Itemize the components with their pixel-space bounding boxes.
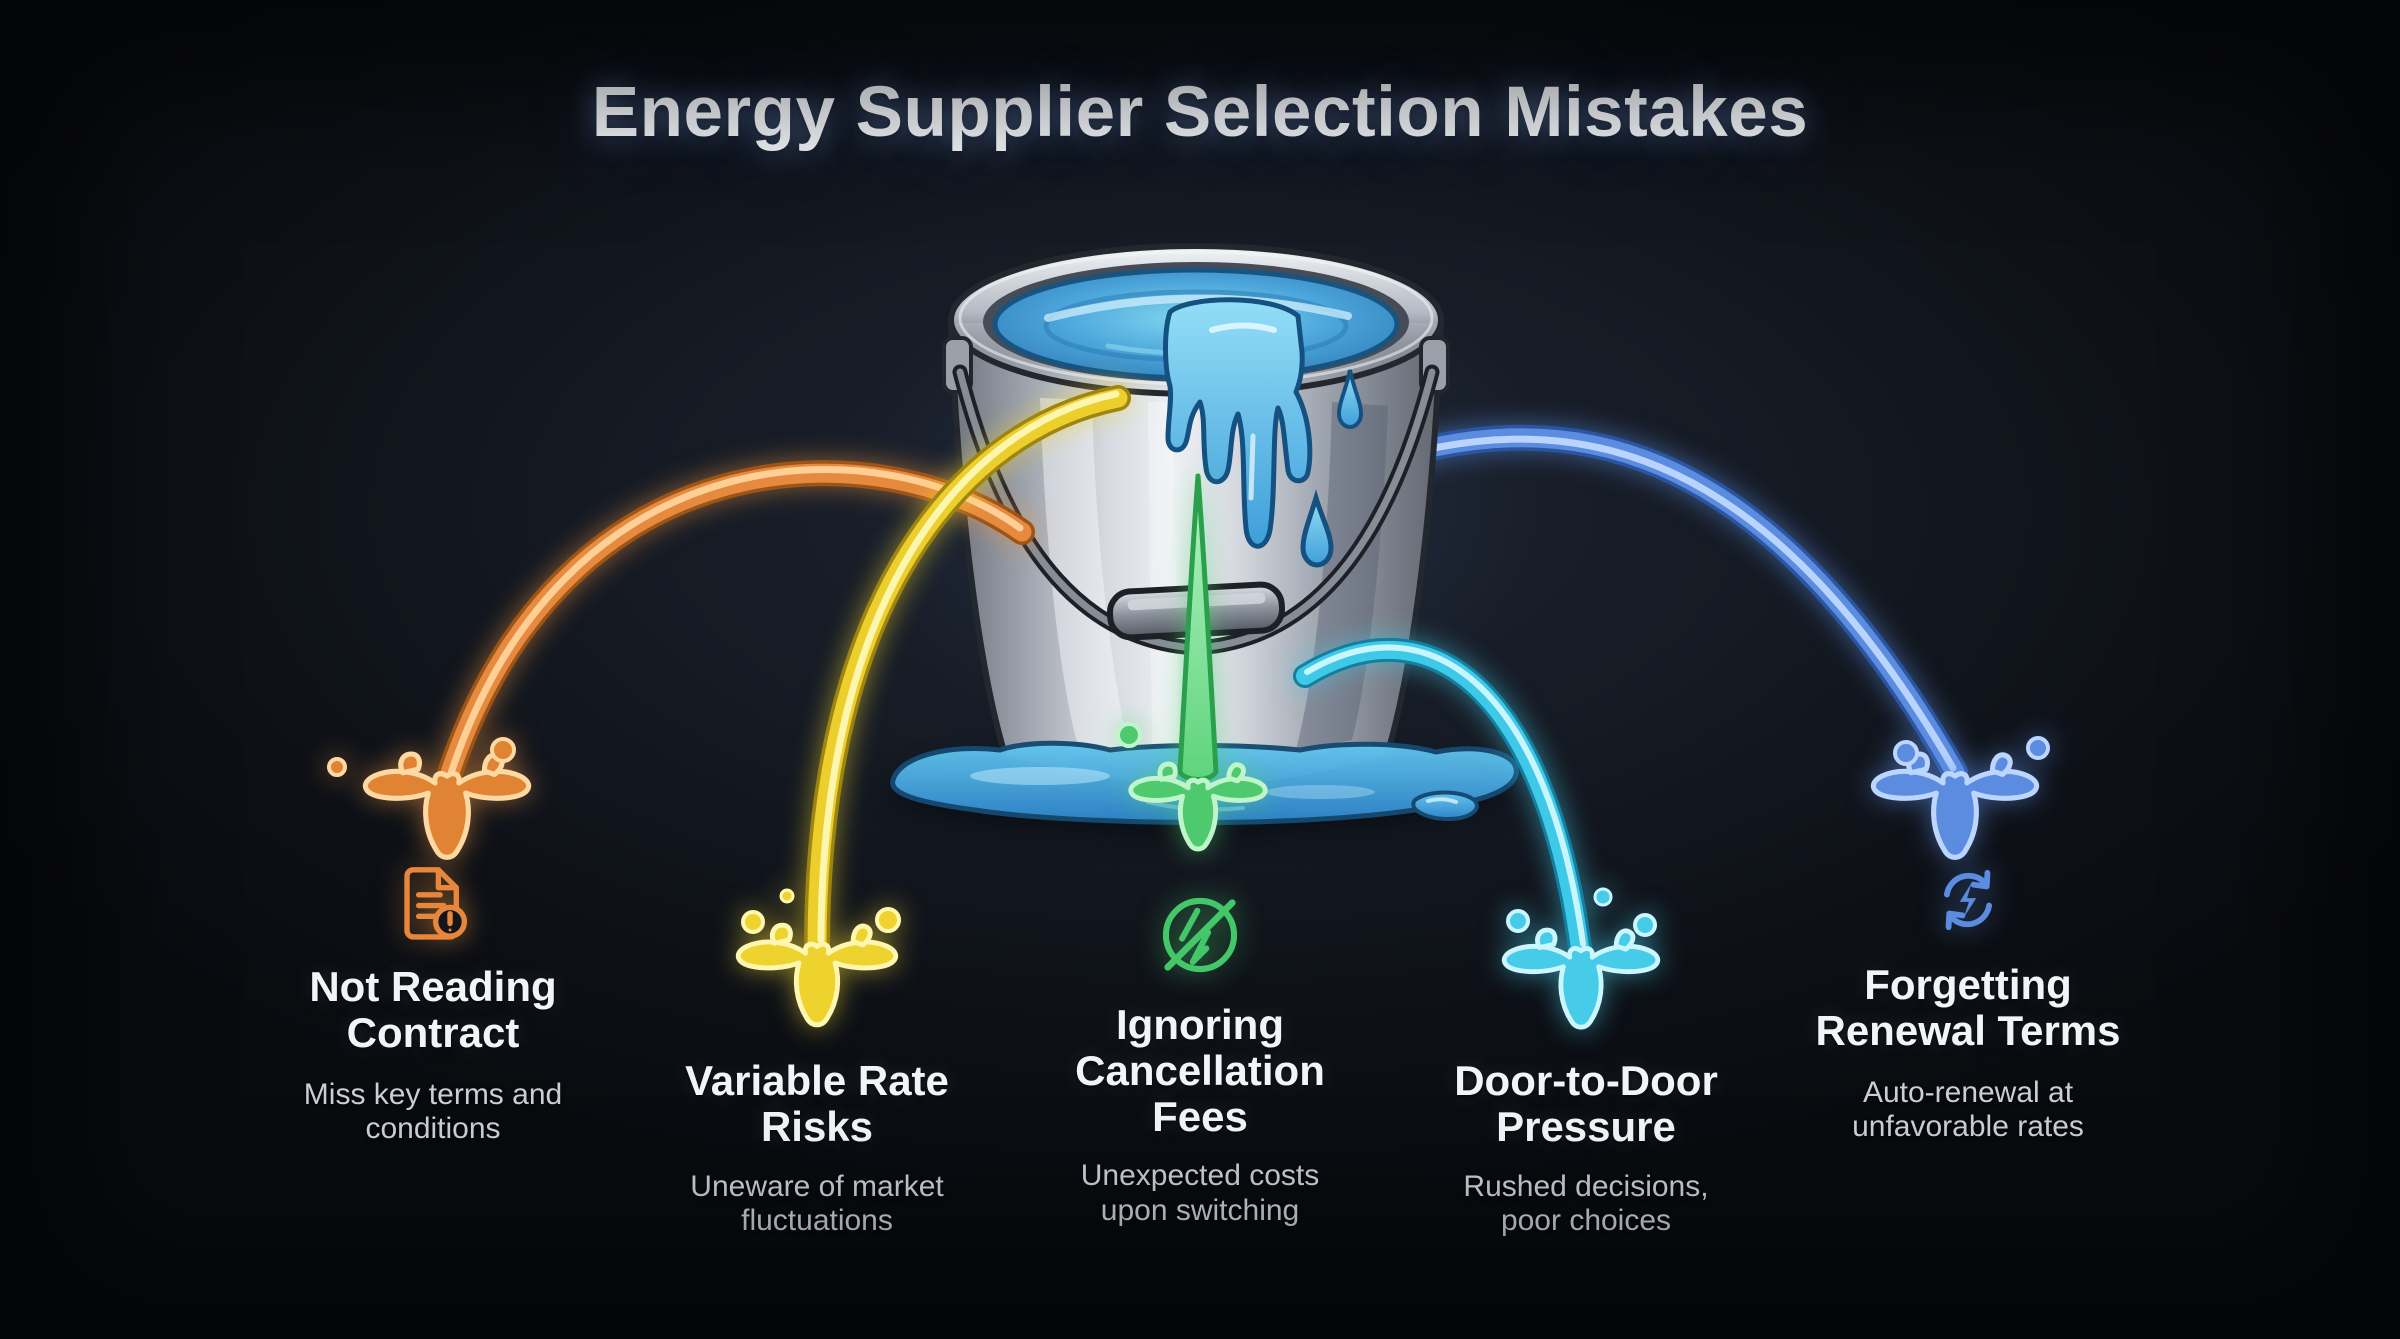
heading-line: Not Reading — [309, 963, 557, 1010]
desc-line: Miss key terms and — [303, 1077, 563, 1111]
mistake-heading: Variable Rate Risks — [647, 1058, 987, 1150]
page-title: Energy Supplier Selection Mistakes — [591, 73, 1809, 152]
mistake-card-not-reading-contract: Not Reading Contract Miss key terms and … — [263, 858, 603, 1147]
mistake-card-door-to-door-pressure: Door-to-Door Pressure Rushed decisions, … — [1416, 1058, 1756, 1239]
document-alert-icon — [263, 858, 603, 946]
droplet-yellow — [779, 888, 795, 904]
mistake-description: Uneware of market fluctuations — [647, 1170, 987, 1240]
heading-line: Pressure — [1496, 1102, 1676, 1150]
stream-blue — [1347, 424, 1968, 785]
desc-line: conditions — [365, 1112, 501, 1146]
droplet-green — [1116, 722, 1142, 748]
droplet-yellow — [875, 907, 901, 933]
desc-line: upon switching — [1100, 1194, 1300, 1228]
droplet-orange — [490, 737, 516, 763]
desc-line: Unexpected costs — [1080, 1159, 1320, 1193]
mistake-heading: Not Reading Contract — [263, 964, 603, 1056]
green-geyser — [1116, 473, 1265, 849]
heading-line: Contract — [346, 1008, 520, 1056]
mistake-heading: Door-to-Door Pressure — [1416, 1058, 1756, 1150]
mistake-description: Unexpected costs upon switching — [1030, 1159, 1370, 1229]
droplet-blue — [2026, 736, 2050, 760]
droplet-blue — [1893, 740, 1919, 766]
heading-line: Ignoring — [1116, 1001, 1284, 1048]
desc-line: unfavorable rates — [1852, 1110, 2084, 1144]
desc-line: Rushed decisions, — [1463, 1169, 1709, 1203]
mistake-heading: Forgetting Renewal Terms — [1798, 962, 2138, 1054]
puddle-drop — [1411, 790, 1479, 822]
auto-renewal-bolt-icon — [1798, 856, 2138, 944]
droplet-cyan — [1593, 887, 1613, 907]
heading-line: Variable Rate — [685, 1057, 949, 1104]
cancellation-fees-slash-icon — [1030, 892, 1370, 978]
desc-line: poor choices — [1500, 1204, 1672, 1238]
droplet-orange — [327, 757, 347, 777]
splash-blue-group — [1873, 736, 2050, 857]
mistake-description: Miss key terms and conditions — [263, 1078, 603, 1148]
mistake-card-forgetting-renewal-terms: Forgetting Renewal Terms Auto-renewal at… — [1798, 856, 2138, 1145]
water-overflow-drip — [1163, 297, 1364, 568]
desc-line: Auto-renewal at — [1862, 1075, 2074, 1109]
heading-line: Door-to-Door — [1454, 1057, 1718, 1104]
stream-yellow — [738, 385, 1131, 1025]
heading-line: Risks — [760, 1102, 874, 1150]
mistake-heading: Ignoring Cancellation Fees — [1030, 1002, 1370, 1139]
heading-line: Forgetting — [1864, 961, 2072, 1008]
bucket-sheen — [1040, 398, 1130, 753]
droplet-cyan — [1633, 913, 1657, 937]
water-highlight — [1044, 294, 1352, 322]
desc-line: fluctuations — [741, 1204, 893, 1238]
mistake-description: Rushed decisions, poor choices — [1416, 1170, 1756, 1240]
droplet-cyan — [1506, 909, 1530, 933]
heading-line: Fees — [1152, 1092, 1248, 1140]
heading-line: Renewal Terms — [1815, 1006, 2121, 1054]
stream-cyan — [1293, 638, 1658, 1027]
desc-line: Uneware of market — [690, 1169, 944, 1203]
mistake-card-variable-rate-risks: Variable Rate Risks Uneware of market fl… — [647, 1058, 987, 1239]
mistake-description: Auto-renewal at unfavorable rates — [1798, 1076, 2138, 1146]
heading-line: Cancellation — [1075, 1046, 1325, 1094]
bucket-sheen-thin — [1148, 402, 1180, 758]
mistake-card-ignoring-cancellation-fees: Ignoring Cancellation Fees Unexpected co… — [1030, 892, 1370, 1229]
droplet-yellow — [741, 910, 765, 934]
